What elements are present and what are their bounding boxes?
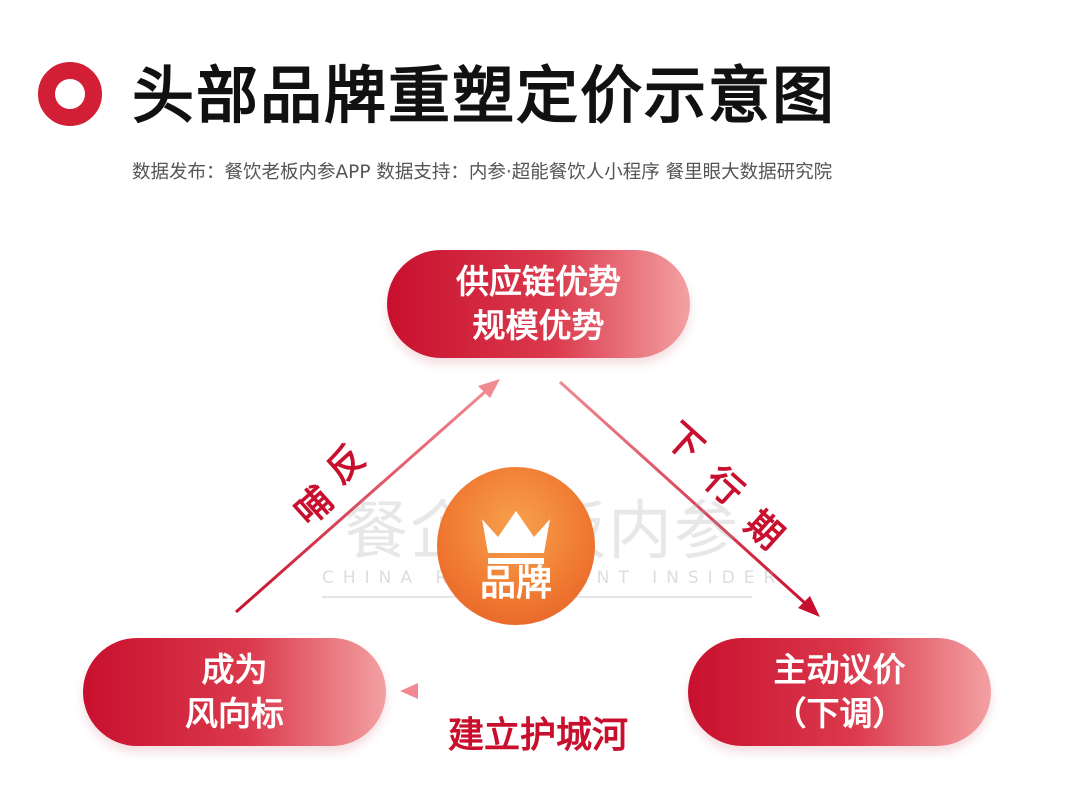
edge-label-moat: 建立护城河 [448,715,629,756]
node-top-line1: 供应链优势 [456,262,621,301]
brand-label: 品牌 [479,563,552,604]
node-top-line2: 规模优势 [472,306,605,345]
arrow-right-to-left [400,683,675,699]
node-left-line2: 风向标 [185,694,284,733]
brand-circle [437,467,595,625]
node-right-line1: 主动议价 [773,650,906,689]
node-right-line2: （下调） [773,694,906,733]
node-left-line1: 成为 [201,650,268,689]
data-source-line: 数据发布：餐饮老板内参APP 数据支持：内参·超能餐饮人小程序 餐里眼大数据研究… [132,162,833,183]
arrow-left-to-top [235,379,500,614]
page-title: 头部品牌重塑定价示意图 [132,59,837,132]
node-negotiation: 主动议价 （下调） [688,638,991,746]
node-supply-chain: 供应链优势 规模优势 [387,250,690,358]
arrow-top-to-right [558,380,820,617]
node-trendsetter: 成为 风向标 [83,638,386,746]
crown-icon [482,511,550,564]
